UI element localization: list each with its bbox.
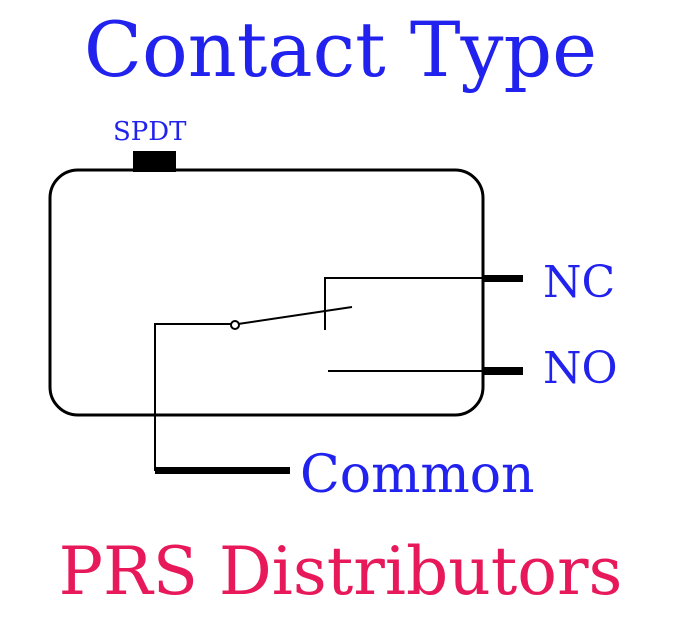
nc-terminal — [483, 275, 523, 282]
common-label: Common — [300, 445, 535, 505]
relay-housing — [48, 168, 485, 417]
spdt-label: SPDT — [113, 117, 187, 147]
common-terminal — [155, 467, 290, 474]
switch-pivot — [230, 320, 240, 330]
footer-brand: PRS Distributors — [58, 533, 623, 610]
nc-label: NC — [543, 257, 615, 308]
no-terminal — [483, 367, 523, 375]
no-label: NO — [543, 343, 618, 394]
page-title: Contact Type — [83, 5, 598, 94]
spdt-tab — [133, 151, 176, 172]
common-wire — [154, 323, 290, 471]
nc-contact-line — [324, 277, 483, 330]
switch-arm — [237, 306, 353, 325]
